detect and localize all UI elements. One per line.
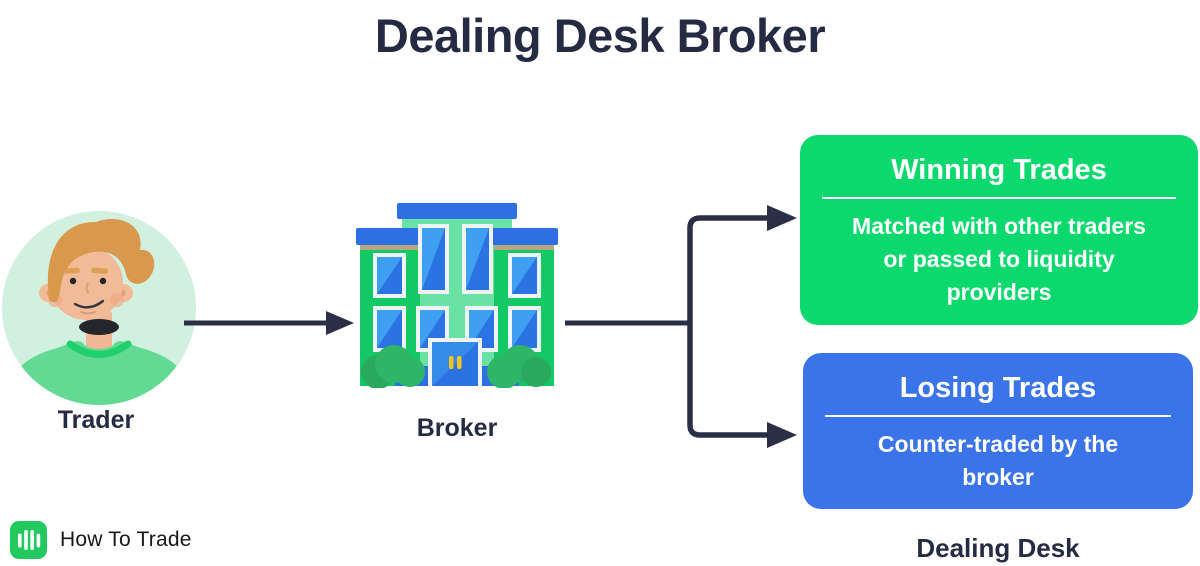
trader-avatar-icon xyxy=(2,211,196,405)
trader-node-label: Trader xyxy=(57,406,135,434)
losing-trades-title: Losing Trades xyxy=(899,372,1097,404)
branch-connector-icon xyxy=(565,205,797,448)
broker-building-icon xyxy=(356,203,558,388)
winning-trades-description: Matched with other traders or passed to … xyxy=(852,213,1146,305)
building-door xyxy=(428,338,482,386)
losing-trades-box: Losing Trades Counter-traded by the brok… xyxy=(803,353,1193,509)
dealing-desk-group-label: Dealing Desk xyxy=(916,533,1080,563)
winning-trades-box: Winning Trades Matched with other trader… xyxy=(800,135,1198,325)
winning-trades-divider xyxy=(822,197,1176,199)
brand-footer: How To Trade xyxy=(10,521,192,559)
winning-trades-title: Winning Trades xyxy=(891,154,1107,186)
page-title: Dealing Desk Broker xyxy=(374,9,826,62)
building-windows xyxy=(373,224,541,352)
howtotrade-logo-icon xyxy=(10,521,47,559)
losing-trades-description: Counter-traded by the broker xyxy=(877,431,1119,490)
broker-node-label: Broker xyxy=(416,414,498,442)
losing-trades-divider xyxy=(825,415,1171,417)
brand-name: How To Trade xyxy=(60,528,192,551)
building-bushes xyxy=(361,345,551,388)
arrow-trader-to-broker-icon xyxy=(184,311,354,335)
